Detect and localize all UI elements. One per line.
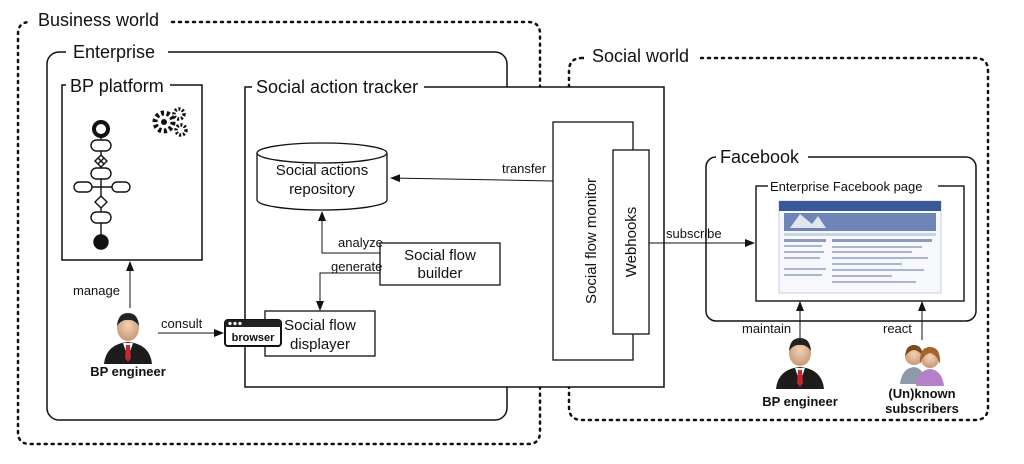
bp-platform-box: BP platform (61, 74, 203, 261)
group-icon (900, 345, 944, 386)
manage-edge: manage (73, 261, 134, 308)
person-icon (776, 338, 824, 389)
builder-label-line2: builder (417, 265, 462, 282)
subscribe-edge: subscribe (649, 226, 755, 247)
consult-edge: consult (158, 316, 224, 337)
enterprise-facebook-page-label: Enterprise Facebook page (770, 179, 922, 194)
maintain-label: maintain (742, 321, 791, 336)
facebook-page-thumbnail (778, 200, 942, 294)
analyze-label: analyze (338, 235, 383, 250)
manage-label: manage (73, 283, 120, 298)
webhooks-box: Webhooks (612, 149, 650, 335)
react-edge: react (883, 301, 926, 340)
bp-engineer-right-label: BP engineer (762, 394, 838, 409)
displayer-label-line2: displayer (290, 336, 350, 353)
generate-label: generate (331, 259, 382, 274)
displayer-label-line1: Social flow (284, 317, 356, 334)
facebook-region: Facebook (705, 146, 977, 322)
social-actions-repository: Social actions repository (256, 142, 388, 211)
transfer-edge: transfer (390, 161, 554, 183)
process-model-icon (73, 120, 131, 250)
subscribe-label: subscribe (666, 226, 722, 241)
repository-label-line2: repository (289, 181, 355, 198)
transfer-label: transfer (502, 161, 547, 176)
bp-engineer-left-label: BP engineer (90, 364, 166, 379)
business-world-label: Business world (38, 10, 159, 30)
business-world-region: Business world (16, 8, 542, 446)
gears-icon (152, 107, 188, 137)
react-label: react (883, 321, 912, 336)
builder-label-line1: Social flow (404, 247, 476, 264)
social-world-region: Social world (567, 44, 990, 422)
social-world-label: Social world (592, 46, 689, 66)
enterprise-label: Enterprise (73, 42, 155, 62)
analyze-edge: analyze (318, 211, 383, 254)
person-icon (104, 313, 152, 364)
maintain-edge: maintain (742, 301, 804, 340)
repository-label-line1: Social actions (276, 162, 369, 179)
consult-label: consult (161, 316, 203, 331)
webhooks-label: Webhooks (623, 207, 640, 278)
social-flow-displayer-box: Social flow displayer (264, 310, 376, 357)
browser-icon: browser (224, 319, 282, 347)
social-flow-builder-box: Social flow builder (379, 242, 501, 286)
subscribers-label-line2: subscribers (885, 401, 959, 416)
bp-platform-label: BP platform (70, 76, 164, 96)
social-action-tracker-label: Social action tracker (256, 77, 418, 97)
subscribers-label-line1: (Un)known (888, 386, 955, 401)
social-flow-monitor-label: Social flow monitor (583, 178, 600, 304)
browser-label: browser (232, 332, 276, 344)
generate-edge: generate (316, 259, 382, 311)
facebook-label: Facebook (720, 147, 800, 167)
